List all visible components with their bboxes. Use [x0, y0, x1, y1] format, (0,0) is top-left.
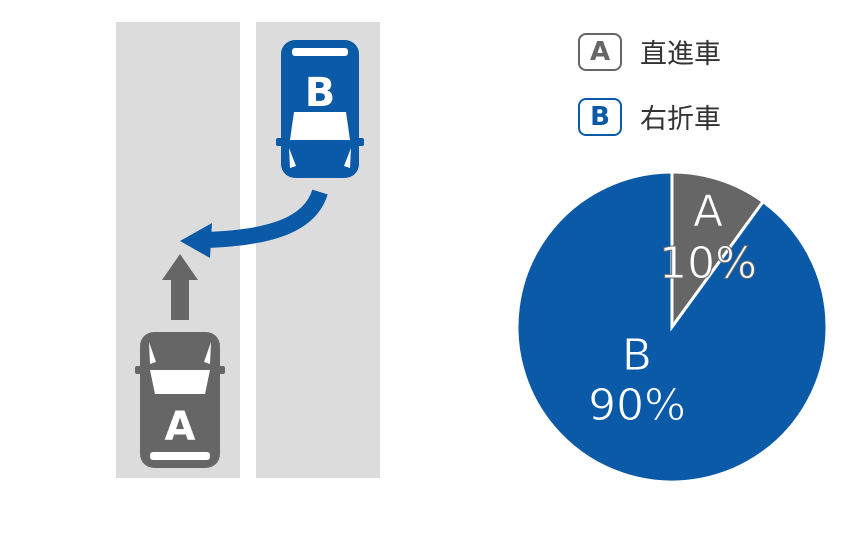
legend-badge-b: B — [578, 97, 622, 136]
pie-slice-a — [670, 170, 766, 332]
legend-label-a: 直進車 — [640, 39, 721, 70]
legend-label-b: 右折車 — [640, 104, 721, 135]
car-b-icon: B — [276, 40, 364, 178]
legend-item-a: A 直進車 — [578, 32, 721, 71]
car-b-label: B — [305, 70, 336, 116]
pie-value-b: 90% — [588, 380, 686, 431]
pie-label-b: B — [622, 330, 652, 381]
pie-value-a: 10% — [659, 238, 757, 289]
car-a-label: A — [165, 404, 196, 450]
right-turn-arrow-icon — [180, 189, 328, 258]
pie-label-a: A — [693, 186, 723, 237]
pie-slice-b — [515, 170, 829, 484]
car-a-icon: A — [135, 332, 225, 468]
legend-item-b: B 右折車 — [578, 97, 721, 136]
straight-arrow-icon — [162, 254, 198, 320]
pie-chart: A10%B90% — [515, 170, 829, 484]
legend-badge-a: A — [578, 32, 622, 71]
